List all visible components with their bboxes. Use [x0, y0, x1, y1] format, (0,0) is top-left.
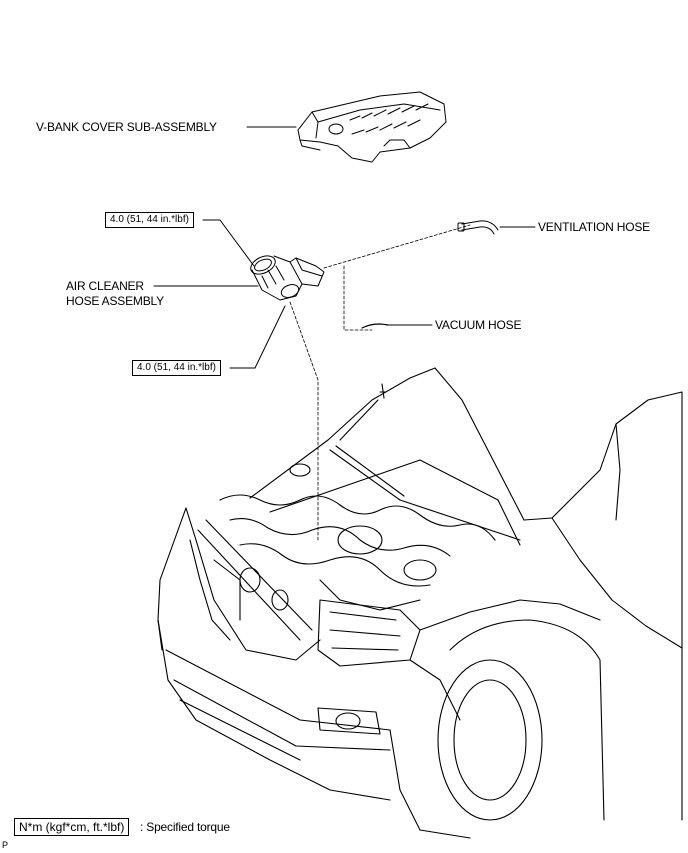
- air-cleaner-hose-illustration: [250, 255, 325, 301]
- corner-mark: P: [2, 840, 8, 850]
- air-cleaner-label-line1: AIR CLEANER: [66, 279, 144, 293]
- legend-description: : Specified torque: [140, 820, 230, 834]
- torque-upper-leader: [202, 219, 255, 267]
- torque-lower-leader: [229, 305, 286, 369]
- v-bank-cover-label: V-BANK COVER SUB-ASSEMBLY: [36, 120, 217, 134]
- air-cleaner-label-line2: HOSE ASSEMBLY: [66, 294, 164, 308]
- legend-unit-box: N*m (kgf*cm, ft.*lbf): [14, 818, 130, 836]
- vacuum-hose-label: VACUUM HOSE: [435, 318, 522, 332]
- dashed-lines: [289, 224, 471, 541]
- v-bank-cover-illustration: [297, 91, 447, 163]
- torque-value-upper: 4.0 (51, 44 in.*lbf): [105, 212, 194, 228]
- torque-value-lower: 4.0 (51, 44 in.*lbf): [132, 360, 221, 376]
- truck-illustration: [157, 367, 683, 839]
- ventilation-hose-illustration: [457, 220, 499, 235]
- ventilation-hose-label: VENTILATION HOSE: [538, 220, 650, 234]
- vacuum-hose-illustration: [361, 323, 389, 329]
